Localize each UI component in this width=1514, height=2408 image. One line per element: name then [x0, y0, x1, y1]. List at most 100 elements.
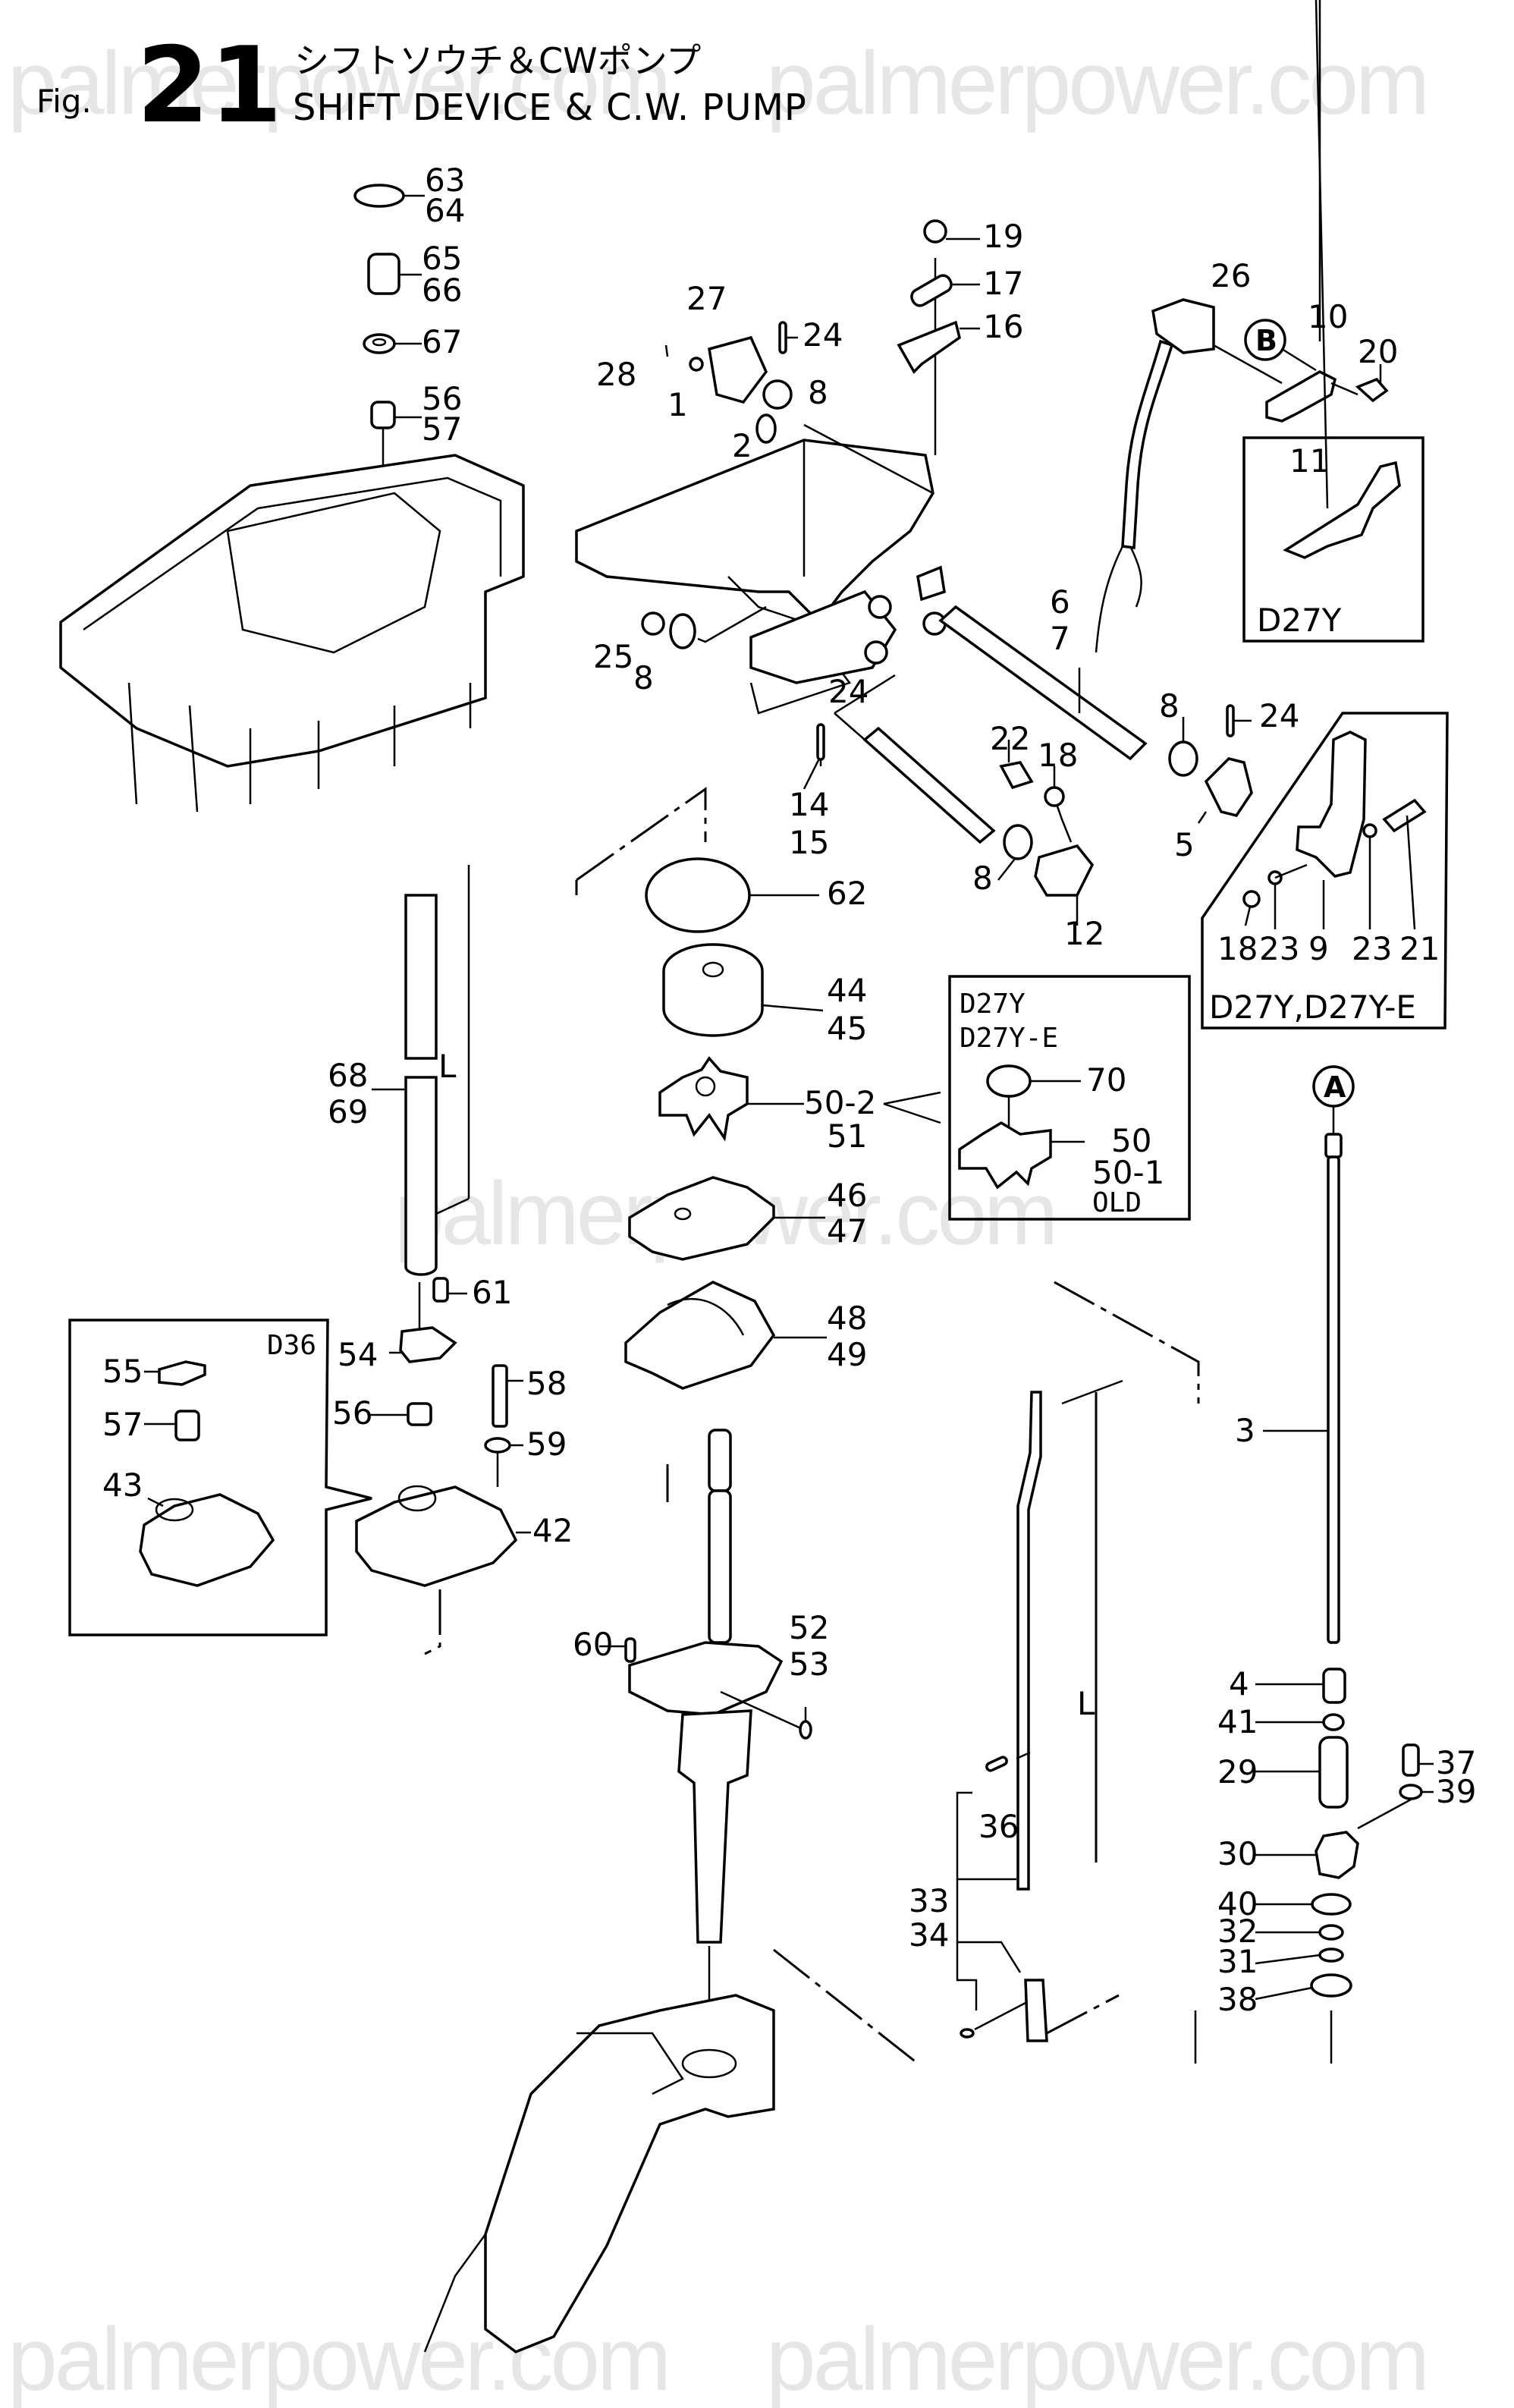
callout-37: 37: [1436, 1744, 1476, 1781]
callout-36: 36: [978, 1808, 1019, 1845]
water-tube: [404, 1076, 438, 1276]
nut-part: [1044, 786, 1065, 807]
shift-shaft: [862, 726, 996, 844]
pin-part: [816, 723, 825, 761]
callout-67: 67: [422, 323, 462, 360]
callout-54: 54: [338, 1336, 378, 1373]
bolt-part: [432, 1277, 449, 1303]
callout-15: 15: [789, 824, 829, 861]
callout-18b: 18: [1217, 930, 1258, 967]
shift-bracket: [575, 439, 934, 624]
plate-part: [399, 1326, 457, 1363]
callout-47: 47: [827, 1212, 867, 1250]
shift-rod-end: [1324, 1133, 1343, 1158]
collar-part: [762, 379, 793, 410]
callout-24b: 24: [828, 673, 869, 710]
plate-part: [1265, 370, 1337, 423]
callout-8c: 8: [972, 860, 993, 897]
screw-part: [923, 219, 947, 244]
nut-part: [1322, 1713, 1345, 1731]
rubber-boot: [1318, 1736, 1349, 1809]
impeller-old: [958, 1121, 1052, 1190]
callout-11: 11: [1289, 442, 1330, 479]
variant-label: D36: [267, 1330, 316, 1361]
pin-part: [624, 1637, 636, 1663]
variant-label: D27Y-E: [960, 1023, 1058, 1054]
callout-56b: 56: [332, 1394, 372, 1432]
callout-38: 38: [1217, 1981, 1258, 2018]
callout-12: 12: [1064, 915, 1104, 952]
driveshaft-housing: [677, 1709, 752, 1944]
callout-63: 63: [425, 162, 465, 199]
variant-label-old: OLD: [1092, 1187, 1142, 1218]
o-ring-part: [641, 611, 665, 636]
collar-part: [669, 613, 696, 649]
neutral-switch: [1151, 298, 1215, 354]
pin-part: [985, 1756, 1008, 1772]
callout-48: 48: [827, 1300, 867, 1337]
callout-50-2: 50-2: [804, 1084, 876, 1121]
reference-marker-b-label: B: [1255, 324, 1277, 357]
screw-part: [1355, 377, 1389, 403]
water-pipe-housing: [628, 1641, 784, 1716]
o-ring-part: [645, 857, 751, 933]
callout-55: 55: [102, 1353, 143, 1390]
callout-39: 39: [1436, 1773, 1476, 1810]
washer-part: [1318, 1924, 1344, 1941]
callout-59: 59: [526, 1426, 567, 1463]
upper-casing-group: [59, 184, 525, 813]
watermark-text: palmerpower.com: [8, 33, 668, 134]
water-tube-group: L D36: [68, 865, 578, 1655]
shift-rod-joint: [1024, 1979, 1048, 2042]
callout-8b: 8: [633, 659, 654, 696]
bolt-part: [1402, 1743, 1420, 1777]
callout-8a: 8: [808, 374, 828, 411]
length-marker: L: [1077, 1685, 1095, 1722]
callout-labels: 6364656667565719171627242812826102011258…: [102, 162, 1476, 2018]
callout-26: 26: [1211, 257, 1251, 294]
tiller-lever: [1296, 731, 1367, 878]
title-japanese: シフトソウチ＆CWポンプ: [294, 40, 701, 81]
watermark-text: palmerpower.com: [766, 2309, 1427, 2408]
shift-rod: [1016, 1391, 1042, 1891]
callout-9: 9: [1308, 930, 1329, 967]
callout-68: 68: [328, 1057, 368, 1094]
shift-rod-group: L A: [956, 1065, 1434, 2064]
callout-23a: 23: [1259, 930, 1299, 967]
callout-70: 70: [1086, 1061, 1126, 1099]
collar-part: [1003, 824, 1033, 860]
callout-19: 19: [983, 218, 1023, 255]
callout-6: 6: [1050, 583, 1070, 621]
callout-2: 2: [732, 427, 752, 464]
bolt-part: [492, 1364, 508, 1428]
callout-24a: 24: [803, 316, 843, 354]
callout-57b: 57: [102, 1406, 143, 1443]
variant-box-lever-group: D27Y,D27Y-E: [1201, 712, 1449, 1030]
upper-casing: [59, 454, 525, 768]
callout-50: 50: [1111, 1122, 1151, 1159]
fig-number: 21: [137, 24, 282, 146]
lower-casing: [484, 1994, 775, 2353]
neutral-switch-group: B D27Y: [1095, 0, 1424, 653]
washer-part: [363, 333, 396, 354]
shift-lever: [1204, 757, 1253, 817]
shift-shaft: [938, 605, 1148, 761]
callout-18a: 18: [1038, 737, 1078, 774]
shift-rod-lever: [708, 335, 768, 404]
callout-3: 3: [1235, 1412, 1255, 1449]
callout-65: 65: [422, 240, 462, 277]
grommet-part: [174, 1410, 200, 1441]
callout-17: 17: [983, 265, 1023, 302]
callout-20: 20: [1358, 333, 1398, 370]
shift-lever-group: [575, 219, 1253, 926]
bracket-part: [897, 320, 961, 374]
callout-28: 28: [596, 356, 636, 393]
pin-part: [1226, 704, 1235, 737]
callout-27: 27: [686, 280, 727, 317]
callout-23b: 23: [1352, 930, 1392, 967]
drive-shaft: [708, 1489, 732, 1644]
callout-64: 64: [425, 192, 465, 229]
callout-10: 10: [1308, 298, 1348, 335]
washer-part: [1399, 1784, 1423, 1800]
collar-part: [1168, 740, 1198, 777]
